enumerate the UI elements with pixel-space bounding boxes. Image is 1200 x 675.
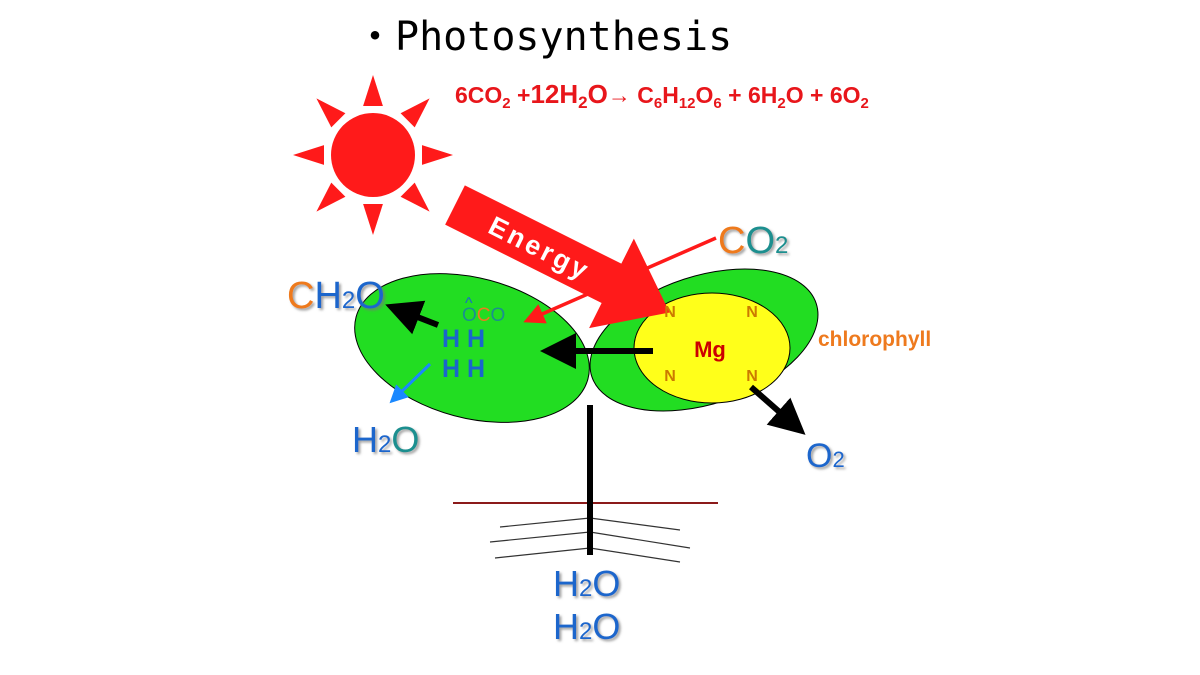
sun-ray — [293, 145, 324, 165]
hydrogen-row-2: H H — [442, 355, 485, 383]
photosynthesis-equation: 6CO2 +12H2O→ C6H12O6 + 6H2O + 6O2 — [455, 79, 869, 112]
sun-ray — [363, 75, 383, 106]
sun-ray — [363, 204, 383, 235]
chlorophyll-label: chlorophyll — [818, 328, 931, 351]
root-water-label: H2O — [553, 606, 620, 647]
magnesium-label: Mg — [694, 337, 726, 362]
nitrogen-label: N — [664, 368, 676, 385]
sun-ray — [400, 182, 430, 212]
nitrogen-label: N — [746, 304, 758, 321]
title-bullet: ・ — [355, 14, 395, 60]
hydrogen-row-1: H H — [442, 325, 485, 353]
sun-ray — [400, 98, 430, 128]
arrow-to-o2 — [749, 384, 806, 435]
h2o-leaf-label: H2O — [352, 419, 419, 460]
sun-icon — [293, 75, 453, 235]
page-title: ・Photosynthesis — [355, 14, 732, 60]
caret-mark: ^ — [465, 295, 473, 312]
nitrogen-label: N — [746, 368, 758, 385]
sun-ray — [316, 98, 346, 128]
arrow-to-h2o — [389, 362, 432, 404]
leaf-co2-label: OCO — [462, 305, 505, 326]
nitrogen-label: N — [664, 304, 676, 321]
o2-label: O2 — [806, 437, 845, 475]
root-water-label: H2O — [553, 563, 620, 604]
sun-ray — [316, 182, 346, 212]
title-text: Photosynthesis — [395, 14, 732, 60]
ch2o-label: CH2O — [287, 275, 385, 317]
sun-ray — [422, 145, 453, 165]
arrow-to-ch2o — [385, 300, 440, 335]
co2-label: CO2 — [718, 220, 788, 262]
